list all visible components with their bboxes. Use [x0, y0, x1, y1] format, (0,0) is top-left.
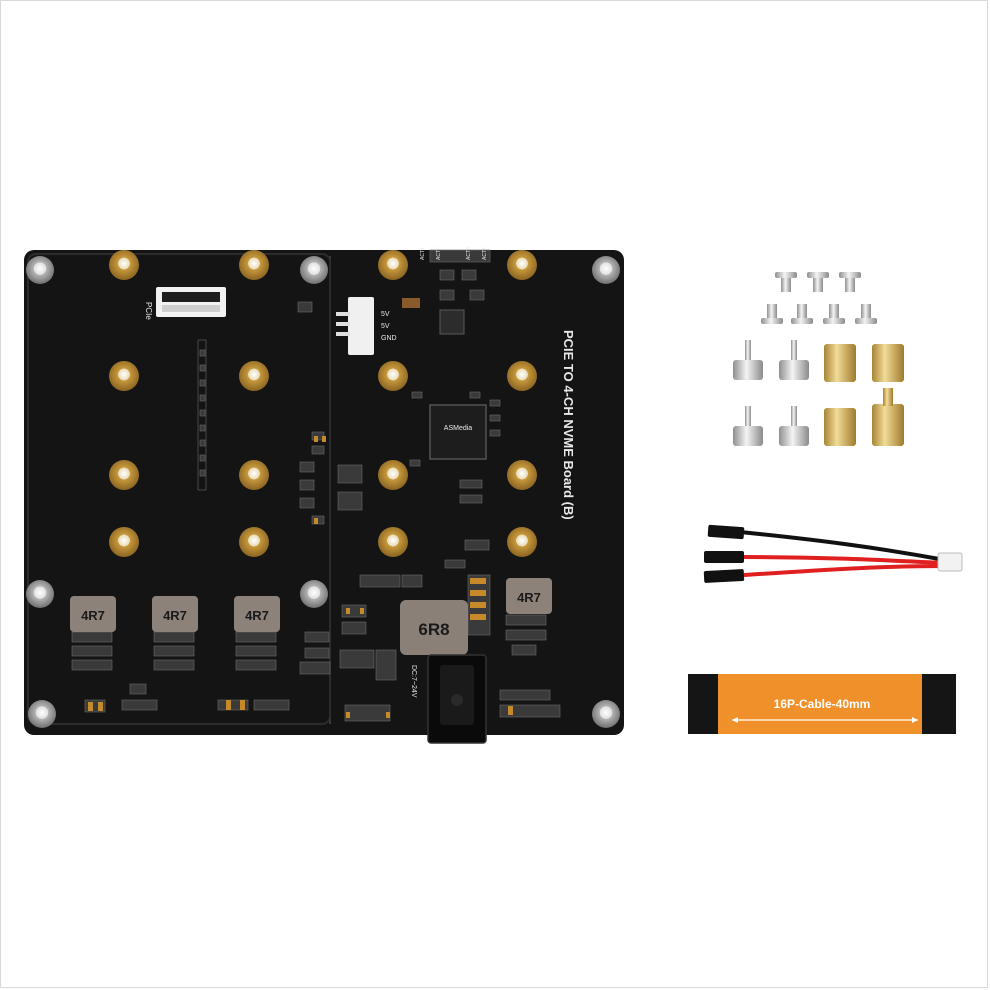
dc-label: DC:7~24V	[410, 665, 417, 698]
dc-barrel-jack: DC:7~24V	[410, 654, 487, 744]
inductor-4: 4R7	[506, 578, 552, 614]
gold-capacitors	[88, 298, 513, 718]
power-header: 5V 5V GND	[336, 297, 397, 355]
power-wire-harness	[703, 524, 963, 583]
inductor-1: 4R7	[70, 596, 116, 632]
regulator-chip	[439, 309, 465, 335]
thumb-screws	[733, 340, 809, 446]
svg-text:4R7: 4R7	[81, 608, 105, 623]
mounting-holes	[26, 256, 620, 728]
smd-components	[71, 249, 561, 722]
power-pin-3: GND	[381, 335, 397, 342]
cable-label: 16P-Cable-40mm	[774, 697, 871, 711]
pcie-switch-ic: ASMedia	[429, 404, 487, 460]
pcie-label: PCIe	[144, 302, 153, 320]
hardware-kit	[733, 272, 904, 446]
fpc-ribbon-cable: 16P-Cable-40mm	[688, 674, 956, 734]
svg-text:6R8: 6R8	[418, 620, 449, 639]
ic-label: ASMedia	[444, 425, 473, 432]
brass-standoffs	[824, 344, 904, 446]
act-label-1: ACT1	[420, 247, 426, 260]
power-pin-1: 5V	[381, 311, 390, 318]
screw-heads-row-1	[775, 272, 861, 292]
inductor-large: 6R8	[400, 600, 468, 655]
m2-standoff-pads	[109, 250, 537, 557]
power-pin-2: 5V	[381, 323, 390, 330]
act-label-4: ACT4	[482, 247, 488, 260]
act-label-2: ACT2	[436, 247, 442, 260]
screw-heads-row-2	[761, 304, 877, 324]
svg-text:4R7: 4R7	[245, 608, 269, 623]
inductor-2: 4R7	[152, 596, 198, 632]
nvme-board: PCIe	[24, 247, 624, 744]
svg-text:4R7: 4R7	[163, 608, 187, 623]
pcie-fpc-connector: PCIe	[144, 287, 226, 320]
inductor-3: 4R7	[234, 596, 280, 632]
board-title: PCIE TO 4-CH NVME Board (B)	[561, 330, 576, 520]
svg-text:4R7: 4R7	[517, 590, 541, 605]
act-label-3: ACT3	[466, 247, 472, 260]
